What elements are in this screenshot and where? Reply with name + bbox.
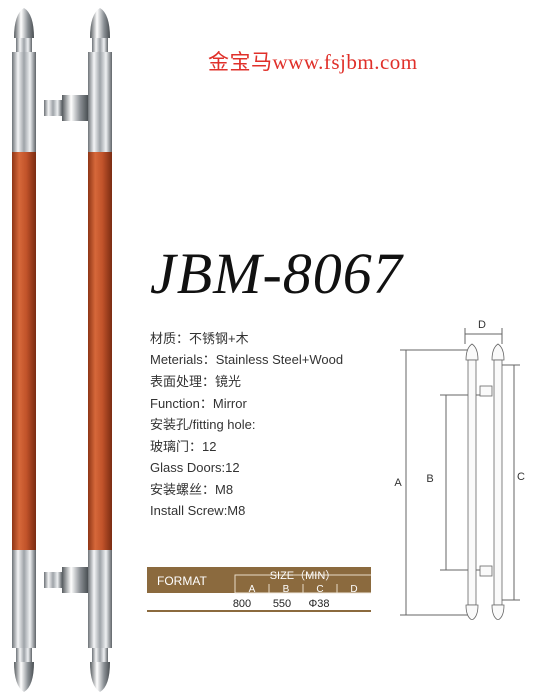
- size-table-value: 550: [273, 598, 291, 610]
- right-handle: [88, 8, 112, 692]
- left-bottom-cap: [14, 662, 34, 692]
- right-bottom-steel: [88, 550, 112, 648]
- diagram-label-d: D: [478, 319, 486, 331]
- left-wood-grip: [12, 152, 36, 550]
- right-top-steel: [88, 52, 112, 152]
- left-top-steel: [12, 52, 36, 152]
- size-table-value: Φ38: [308, 598, 329, 610]
- diagram-label-a: A: [394, 477, 402, 489]
- product-photo: [12, 8, 112, 692]
- spec-line: 安装螺丝：M8: [150, 482, 234, 497]
- spec-line: Function：Mirror: [150, 396, 247, 411]
- left-handle: [12, 8, 36, 692]
- size-table-col-header: D: [350, 584, 357, 595]
- spec-line: 玻璃门：12: [150, 439, 217, 454]
- size-table-size-header: SIZE（MIN）: [270, 569, 337, 582]
- left-top-cap: [14, 8, 34, 38]
- brand-website-text: 金宝马www.fsjbm.com: [208, 50, 418, 74]
- spec-line: Meterials：Stainless Steel+Wood: [150, 352, 344, 367]
- left-bottom-steel: [12, 550, 36, 648]
- spec-line: Install Screw:M8: [150, 503, 246, 518]
- dimension-diagram: D A B C: [394, 319, 525, 620]
- spec-line: Glass Doors:12: [150, 460, 240, 475]
- diagram-handles: [465, 343, 505, 620]
- size-table-format-label: FORMAT: [157, 574, 207, 588]
- bottom-mount: [44, 567, 88, 593]
- diagram-label-b: B: [426, 473, 433, 485]
- size-table: FORMAT SIZE（MIN） A B C D 800 550 Φ38: [147, 567, 371, 612]
- size-table-col-header: C: [316, 584, 323, 595]
- spec-line: 安装孔/fitting hole:: [150, 417, 256, 432]
- right-top-cap: [90, 8, 110, 38]
- spec-line: 材质：不锈钢+木: [150, 331, 249, 346]
- spec-line: 表面处理：镜光: [150, 374, 242, 389]
- right-wood-grip: [88, 152, 112, 550]
- size-table-header: [147, 567, 371, 593]
- size-table-value: 800: [233, 598, 251, 610]
- model-number: JBM-8067: [150, 241, 403, 306]
- diagram-label-c: C: [517, 471, 525, 483]
- size-table-col-header: A: [249, 584, 256, 595]
- top-mount: [44, 95, 88, 121]
- size-table-col-header: B: [283, 584, 290, 595]
- right-bottom-cap: [90, 662, 110, 692]
